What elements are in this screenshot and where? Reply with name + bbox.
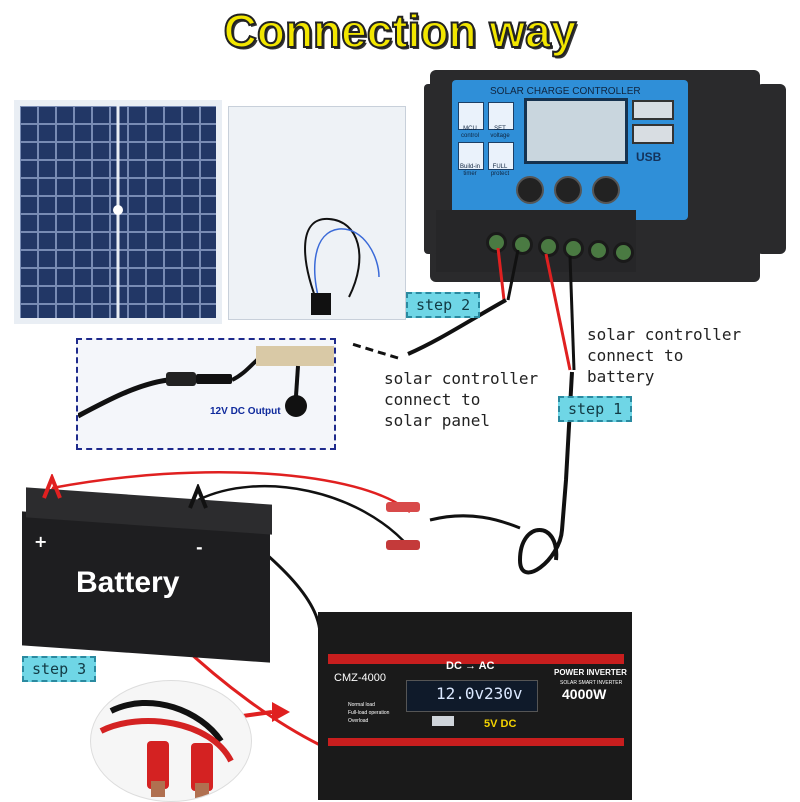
- inverter-legend-3: Overload: [348, 718, 369, 724]
- build-in-timer-icon: [458, 142, 484, 170]
- battery-plus-sign: +: [34, 532, 48, 551]
- set-voltage-icon: [488, 102, 514, 130]
- dc-cable-illustration: [78, 346, 334, 419]
- solar-cells-grid: [20, 106, 216, 318]
- battery-minus-sign: -: [196, 538, 203, 557]
- usb-port-2: [632, 124, 674, 144]
- mcu-control-icon: [458, 102, 484, 130]
- battery-black-clip-icon: [188, 484, 208, 509]
- solar-panel-back: [228, 106, 406, 320]
- note-controller-to-battery: solar controller connect to battery: [587, 325, 742, 386]
- terminal-load-plus: [588, 240, 609, 261]
- terminal-battery-plus: [538, 236, 559, 257]
- note-controller-to-panel: solar controller connect to solar panel: [384, 369, 539, 430]
- inverter-display-in: 12.0v: [436, 684, 485, 703]
- wire-clips-to-controller: [429, 514, 521, 530]
- step-1-label: step 1: [558, 396, 633, 422]
- terminal-solar-minus: [512, 234, 533, 255]
- inverter-brand: POWER INVERTER: [554, 668, 627, 677]
- usb-label: USB: [636, 150, 662, 164]
- dc-output-inset: 12V DC Output: [76, 338, 336, 450]
- inverter-top-stripe: [328, 654, 624, 664]
- terminal-battery-minus: [563, 238, 584, 259]
- cable-set-illustration: [90, 680, 252, 802]
- inverter-legend-1: Normal load: [348, 702, 375, 708]
- inverter-bottom-stripe: [328, 738, 624, 746]
- wire-controller-panel-black: [506, 249, 520, 301]
- arrowhead-to-inverter: [272, 702, 290, 722]
- controller-header: SOLAR CHARGE CONTROLLER: [490, 86, 641, 97]
- inverter-usb-port: [432, 716, 454, 726]
- page-title: Connection way: [223, 4, 578, 58]
- mcu-control-caption: MCU control: [460, 126, 479, 139]
- down-button-icon: [592, 176, 620, 204]
- step-3-label: step 3: [22, 656, 97, 682]
- inverter-power: 4000W: [562, 686, 607, 702]
- inverter-display-out: 230v: [484, 684, 523, 703]
- clip-black-small: [386, 540, 420, 550]
- inverter-usb-label: 5V DC: [484, 718, 517, 730]
- clip-red-small: [386, 502, 420, 512]
- wire-battery-black-main: [197, 484, 411, 549]
- terminal-solar-plus: [486, 232, 507, 253]
- controller-lcd: [524, 98, 628, 164]
- wire-dashed-to-panel: [351, 342, 399, 360]
- set-voltage-caption: SET voltage: [490, 126, 510, 139]
- battery-label: Battery: [76, 566, 180, 599]
- terminal-load-minus: [613, 242, 634, 263]
- dc-output-label: 12V DC Output: [210, 406, 281, 417]
- inverter-legend-2: Full-load operation: [348, 710, 390, 716]
- inverter-model: CMZ-4000: [334, 672, 386, 684]
- inverter-subline: SOLAR SMART INVERTER: [560, 680, 623, 686]
- panel-cable: [304, 217, 380, 315]
- menu-button-icon: [516, 176, 544, 204]
- full-protect-icon: [488, 142, 514, 170]
- up-button-icon: [554, 176, 582, 204]
- wire-controller-panel-red: [496, 247, 506, 301]
- alligator-cables-icon: [99, 700, 234, 799]
- step-2-label: step 2: [406, 292, 481, 318]
- wire-battery-extension: [517, 371, 574, 575]
- wire-battery-red-main: [51, 471, 411, 513]
- full-protect-caption: FULL protect: [490, 164, 510, 177]
- wire-controller-battery-black: [568, 255, 576, 371]
- solar-panel-front: [14, 100, 222, 324]
- build-in-timer-caption: Build-in timer: [459, 164, 480, 177]
- wire-panel-extension: [407, 298, 507, 356]
- battery-red-clip-icon: [42, 474, 62, 499]
- inverter-dc-ac: DC → AC: [446, 660, 495, 672]
- wire-controller-battery-red: [544, 253, 572, 371]
- usb-port-1: [632, 100, 674, 120]
- controller-mount-left: [424, 84, 438, 254]
- inverter-display: [406, 680, 538, 712]
- controller-mount-right: [756, 84, 786, 254]
